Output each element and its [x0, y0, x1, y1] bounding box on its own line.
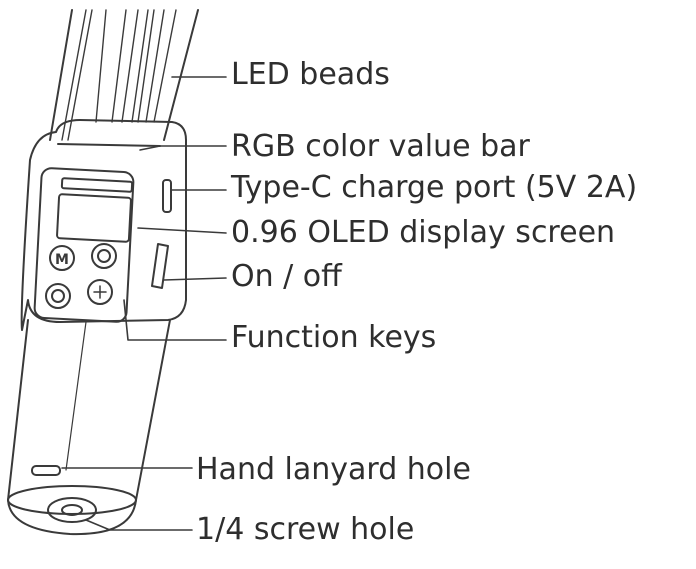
rgb-color-bar — [60, 177, 134, 193]
typec-port — [162, 179, 172, 213]
label-typec-port: Type-C charge port (5V 2A) — [231, 170, 638, 205]
control-panel — [33, 167, 135, 323]
label-on-off: On / off — [231, 259, 342, 294]
housing-inner-edge — [57, 143, 161, 147]
tube-outline-left — [49, 9, 73, 141]
label-oled-screen: 0.96 OLED display screen — [231, 215, 616, 250]
oled-screen — [56, 193, 132, 243]
body-right — [135, 319, 171, 501]
control-housing — [20, 119, 187, 331]
label-led-beads: LED beads — [231, 57, 390, 92]
tube-outline-right — [163, 9, 199, 141]
lanyard-hole — [31, 465, 61, 476]
label-lanyard-hole: Hand lanyard hole — [196, 452, 471, 487]
leader-lines — [61, 76, 227, 531]
power-switch — [151, 243, 169, 289]
power-key — [45, 283, 71, 309]
dial-key-top — [91, 243, 117, 269]
bottom-cap-rim — [7, 485, 137, 515]
bottom-cap — [7, 499, 137, 536]
mode-key — [49, 245, 75, 271]
screw-hole-outer — [47, 497, 97, 523]
screw-hole-inner — [61, 504, 83, 516]
led-strips — [61, 9, 177, 141]
body-left — [7, 319, 29, 501]
label-rgb-bar: RGB color value bar — [231, 129, 530, 164]
label-function-keys: Function keys — [231, 320, 437, 355]
body-seam — [65, 321, 87, 471]
dial-key-bottom — [87, 279, 113, 305]
label-screw-hole: 1/4 screw hole — [196, 512, 415, 547]
mode-key-glyph: M — [55, 252, 69, 268]
